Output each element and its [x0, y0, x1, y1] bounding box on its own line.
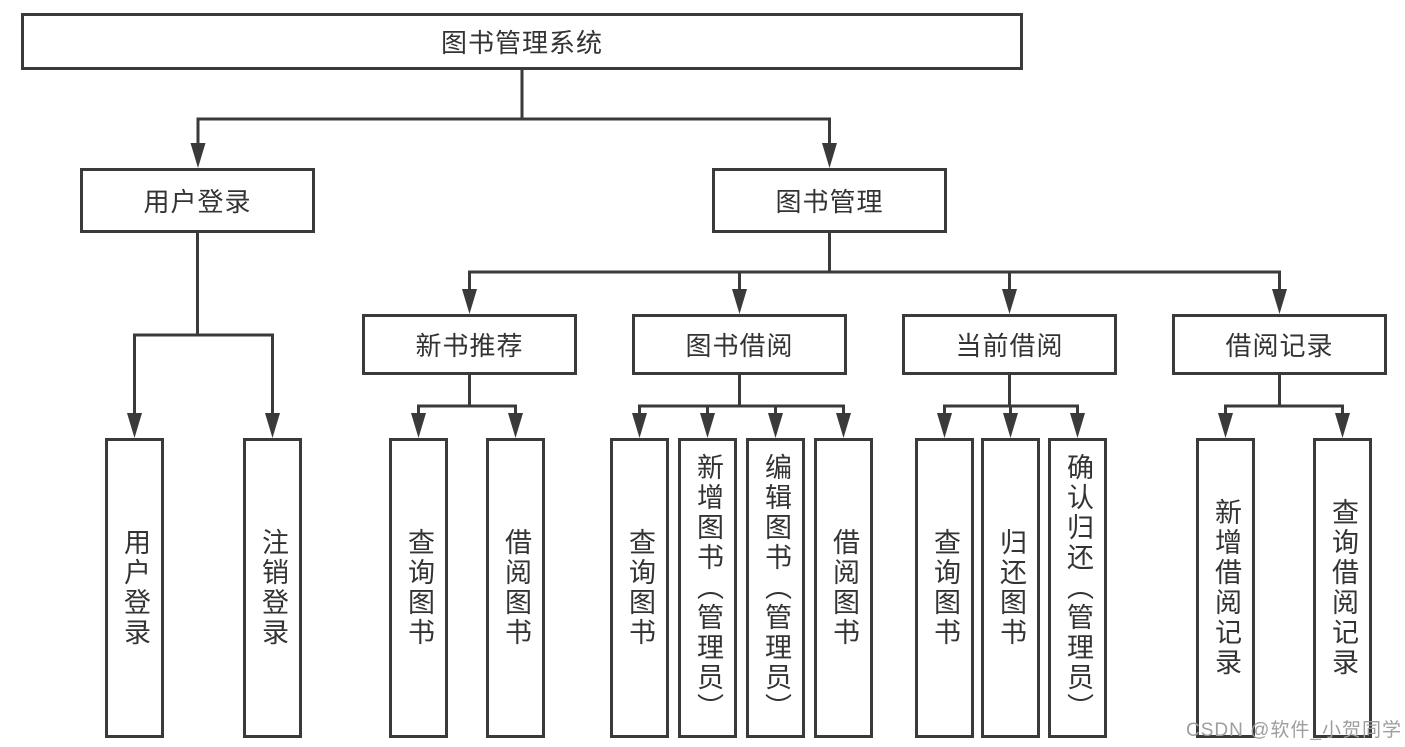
node-user-login: 用户登录: [105, 438, 164, 738]
csdn-watermark: CSDN @软件_小贺同学: [1186, 720, 1402, 741]
node-label: 当前借阅: [955, 331, 1064, 361]
node-user-login-group: 用户登录: [80, 168, 315, 233]
node-label: 图书管理: [775, 187, 884, 217]
node-add-books: 新增图书（管理员）: [678, 438, 737, 738]
node-label: 注销登录: [258, 528, 288, 648]
node-label: 确认归还（管理员）: [1063, 453, 1093, 723]
node-root: 图书管理系统: [21, 13, 1023, 70]
node-borrow-records: 借阅记录: [1172, 314, 1387, 375]
node-label: 新增图书（管理员）: [693, 453, 723, 723]
node-label: 图书管理系统: [440, 28, 603, 58]
node-label: 借阅图书: [829, 528, 859, 648]
node-query-books-current: 查询图书: [915, 438, 974, 738]
node-label: 借阅记录: [1225, 331, 1334, 361]
node-book-borrow: 图书借阅: [632, 314, 847, 375]
node-label: 用户登录: [120, 528, 150, 648]
node-edit-books: 编辑图书（管理员）: [746, 438, 805, 738]
node-book-mgmt: 图书管理: [712, 168, 947, 233]
node-return-books: 归还图书: [981, 438, 1040, 738]
node-add-borrow-record: 新增借阅记录: [1196, 438, 1255, 738]
node-label: 编辑图书（管理员）: [761, 453, 791, 723]
node-label: 用户登录: [143, 187, 252, 217]
node-logout: 注销登录: [243, 438, 302, 738]
node-current-borrow: 当前借阅: [902, 314, 1117, 375]
node-label: 查询图书: [404, 528, 434, 648]
node-borrow-books-borrow: 借阅图书: [814, 438, 873, 738]
node-new-book-rec: 新书推荐: [362, 314, 577, 375]
node-query-borrow-record: 查询借阅记录: [1313, 438, 1372, 738]
node-label: 新增借阅记录: [1211, 498, 1241, 678]
node-label: 查询图书: [625, 528, 655, 648]
node-query-books-borrow: 查询图书: [610, 438, 669, 738]
node-confirm-return: 确认归还（管理员）: [1048, 438, 1107, 738]
node-label: 新书推荐: [415, 331, 524, 361]
node-label: 查询图书: [930, 528, 960, 648]
node-label: 查询借阅记录: [1328, 498, 1358, 678]
node-label: 借阅图书: [501, 528, 531, 648]
node-borrow-books-rec: 借阅图书: [486, 438, 545, 738]
node-label: 图书借阅: [685, 331, 794, 361]
node-query-books-rec: 查询图书: [389, 438, 448, 738]
node-label: 归还图书: [996, 528, 1026, 648]
